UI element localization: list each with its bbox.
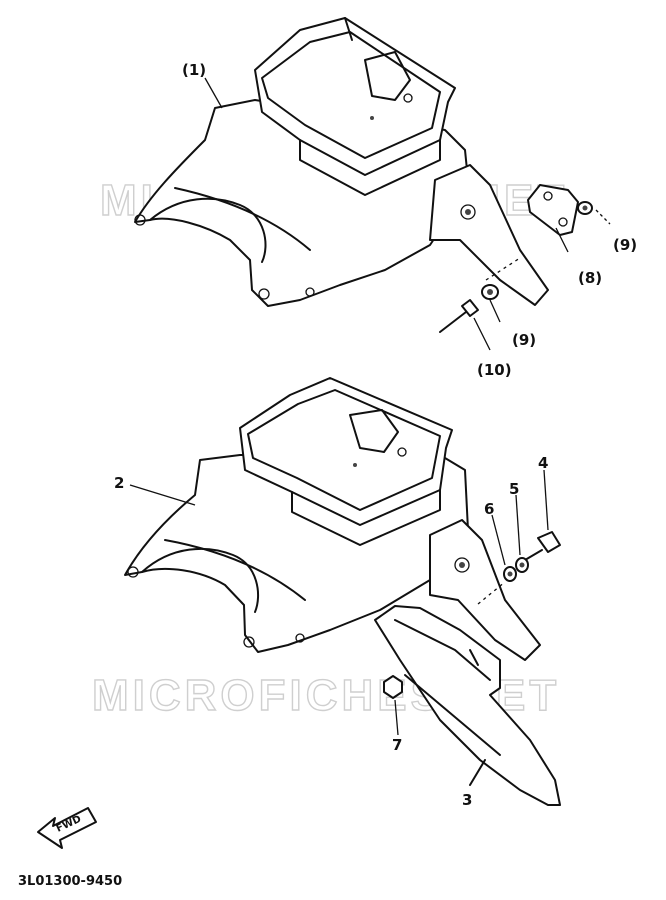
washer-part-5	[515, 494, 529, 573]
callout-part-8: (8)	[578, 269, 602, 287]
callout-part-9-lower: (9)	[512, 331, 536, 349]
callout-part-3: 3	[462, 791, 472, 809]
forward-arrow-icon: FWD	[37, 807, 97, 849]
callout-part-4: 4	[538, 454, 548, 472]
bracket-part-8	[527, 184, 579, 253]
bolt-part-4	[524, 469, 561, 561]
callout-part-9-right: (9)	[613, 236, 637, 254]
callout-part-10: (10)	[477, 361, 512, 379]
diagram-code: 3L01300-9450	[18, 874, 122, 889]
callout-part-5: 5	[509, 480, 519, 498]
callout-part-7: 7	[392, 736, 402, 754]
nut-part-9-right	[577, 201, 611, 225]
callout-part-2: 2	[114, 474, 124, 492]
callout-part-6: 6	[484, 500, 494, 518]
washer-part-9-lower	[481, 257, 521, 323]
callout-part-1: (1)	[182, 61, 206, 79]
washer-part-6	[477, 514, 517, 605]
bolt-part-10	[439, 299, 491, 351]
rear-fender-lower	[124, 377, 541, 661]
nut-part-7	[383, 675, 403, 736]
mud-flap-part-3	[374, 605, 561, 806]
rear-fender-upper	[134, 17, 549, 307]
